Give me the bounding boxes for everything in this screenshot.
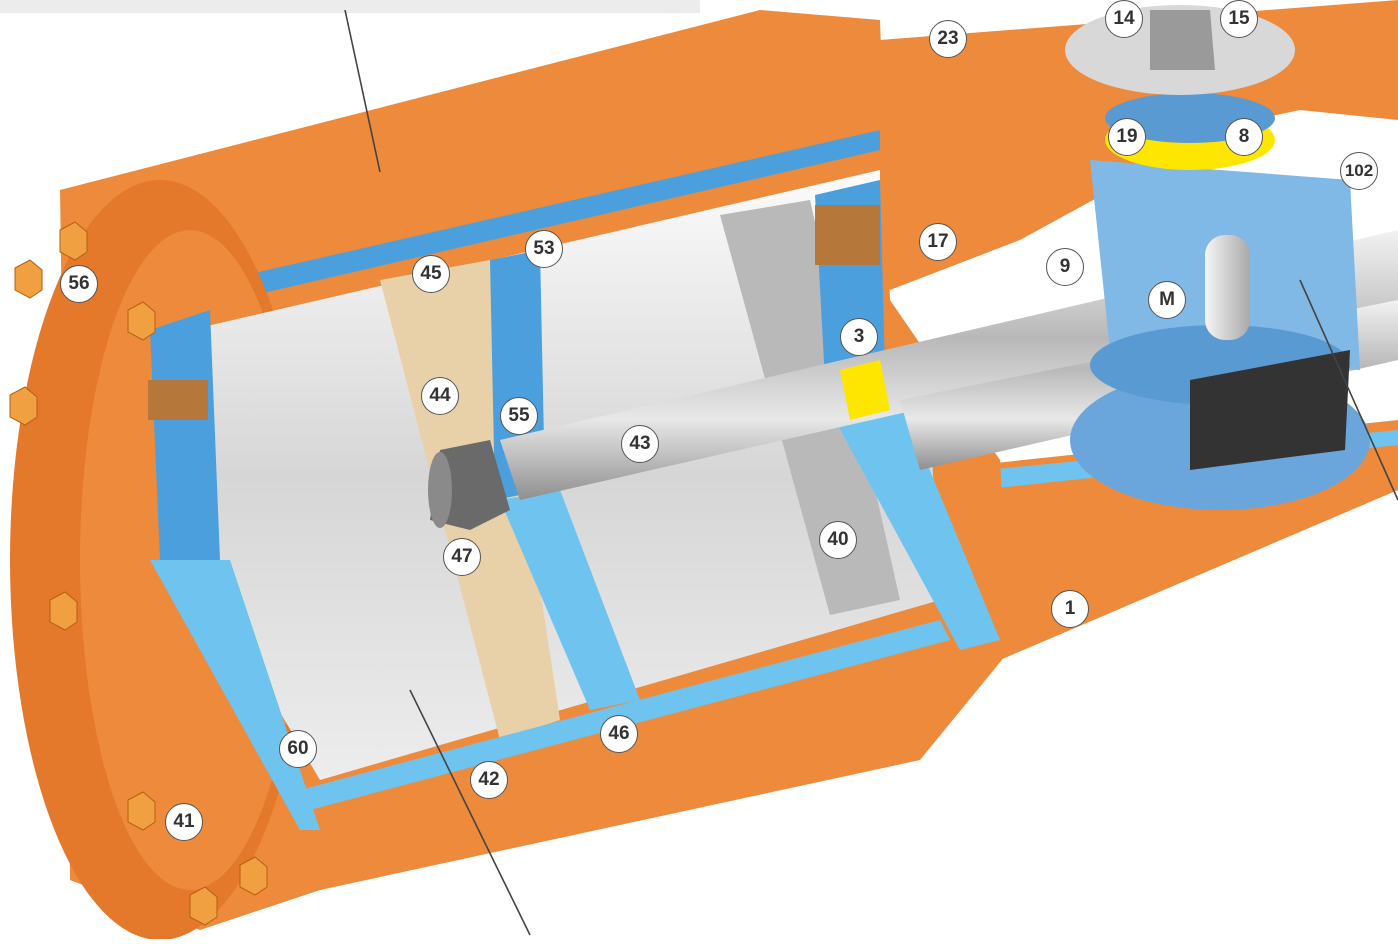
callout-42: 42 <box>470 761 508 799</box>
spring-right <box>815 205 880 265</box>
rod-bushing <box>840 360 890 420</box>
yoke-pin <box>1205 235 1250 340</box>
callout-15: 15 <box>1220 0 1258 38</box>
mid-wall-lower <box>835 410 1000 650</box>
callout-1: 1 <box>1051 590 1089 628</box>
indicator-shaft <box>1150 10 1215 70</box>
piston-blue-lower <box>500 490 640 710</box>
callout-3: 3 <box>840 318 878 356</box>
callout-M: M <box>1148 281 1186 319</box>
leader-line-top <box>344 9 381 173</box>
callout-53: 53 <box>525 230 563 268</box>
leader-line-bottom <box>409 689 531 936</box>
callout-17: 17 <box>919 223 957 261</box>
callout-40: 40 <box>819 521 857 559</box>
callout-46: 46 <box>600 715 638 753</box>
callout-55: 55 <box>500 397 538 435</box>
flange-bolts <box>9 221 268 926</box>
nut-face <box>428 452 452 528</box>
callout-14: 14 <box>1105 0 1143 38</box>
callout-19: 19 <box>1108 118 1146 156</box>
end-cap-lower <box>150 560 320 830</box>
end-cap-section <box>150 310 220 560</box>
label-strip <box>0 0 700 13</box>
leader-line-right <box>1299 279 1398 501</box>
spring-left <box>148 380 208 420</box>
callout-60: 60 <box>279 730 317 768</box>
callout-56: 56 <box>60 265 98 303</box>
callout-43: 43 <box>621 425 659 463</box>
yoke-block <box>1190 350 1350 470</box>
callout-41: 41 <box>165 803 203 841</box>
callout-47: 47 <box>443 538 481 576</box>
callout-23: 23 <box>929 20 967 58</box>
callout-8: 8 <box>1225 118 1263 156</box>
tube-cut-top <box>180 130 880 310</box>
callout-45: 45 <box>412 255 450 293</box>
callout-9: 9 <box>1046 248 1084 286</box>
callout-44: 44 <box>421 377 459 415</box>
callout-102: 102 <box>1340 152 1378 190</box>
